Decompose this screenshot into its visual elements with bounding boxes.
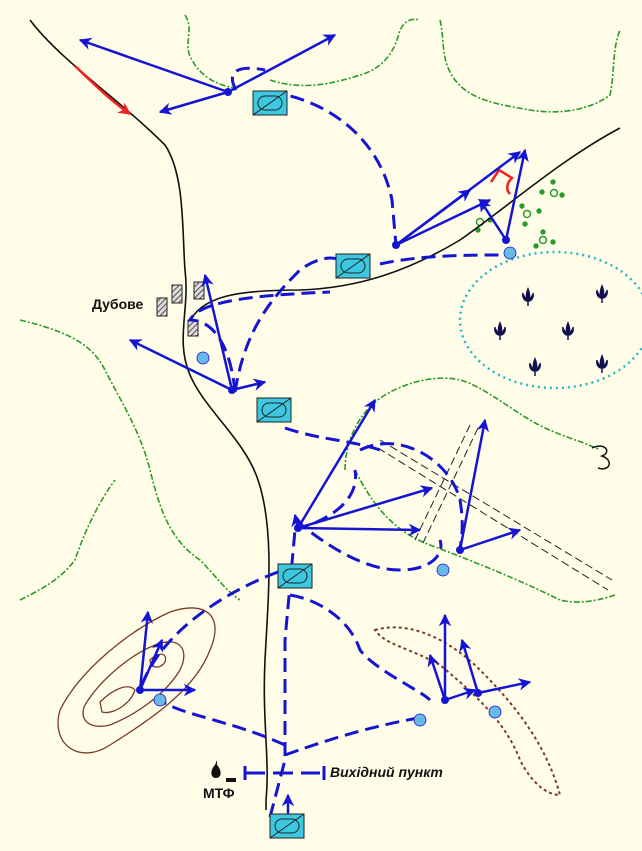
route-dashed (138, 66, 501, 818)
hill-contours (57, 607, 216, 754)
forest-north (184, 14, 421, 89)
unit-symbols (252, 90, 371, 839)
farm-symbol (211, 760, 236, 782)
forest-central (344, 377, 616, 603)
farm-label: МТФ (203, 785, 235, 801)
village-buildings (156, 281, 205, 337)
enemy-position (489, 168, 515, 195)
route-points (136, 88, 510, 704)
swamp-area (458, 250, 642, 390)
river (29, 19, 270, 810)
ridge (373, 626, 562, 797)
pine-symbols (494, 285, 608, 377)
start-point-label: Вихідний пункт (330, 764, 443, 780)
forest-edges (19, 14, 621, 603)
village-label: Дубове (92, 296, 144, 312)
forest-northeast (439, 19, 621, 113)
observation-posts (153, 246, 517, 727)
road (187, 127, 621, 326)
start-line (243, 766, 326, 780)
enemy-move (74, 65, 132, 116)
route-arrows (78, 33, 532, 815)
ravine-symbol (591, 445, 610, 470)
field-roads (377, 424, 613, 591)
forest-west (19, 319, 241, 601)
